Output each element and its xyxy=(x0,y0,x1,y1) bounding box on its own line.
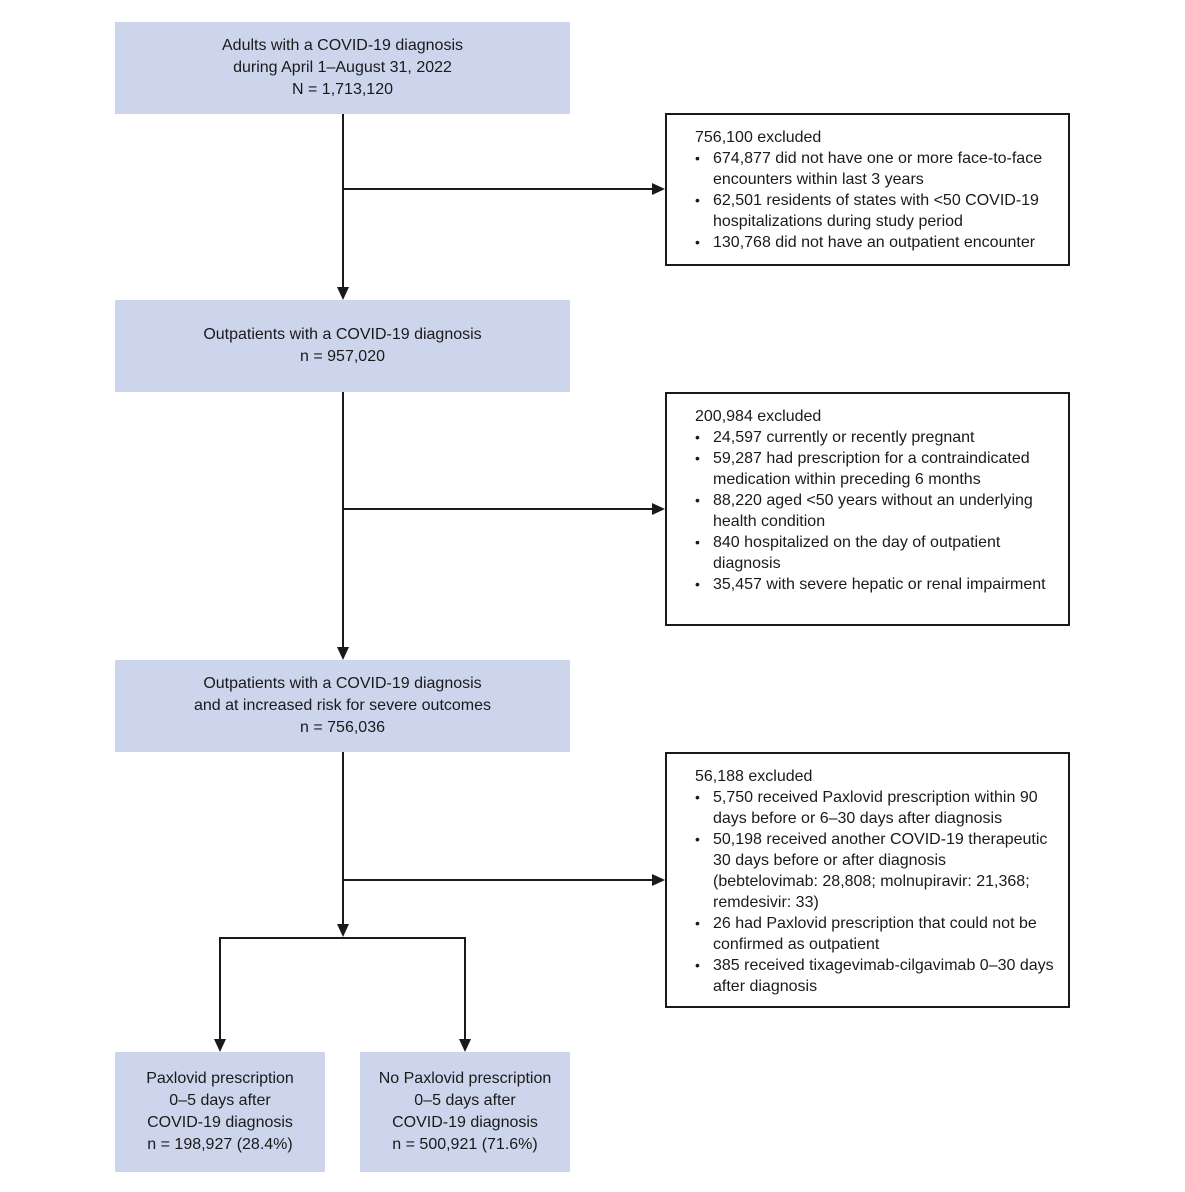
box-text-line: N = 1,713,120 xyxy=(292,81,393,98)
arrow-down-icon xyxy=(214,1039,226,1052)
connector-line xyxy=(219,937,221,1040)
exclusion-heading: 200,984 excluded xyxy=(695,408,822,425)
arrow-down-icon xyxy=(337,647,349,660)
box-text-line: 0–5 days after xyxy=(414,1092,516,1109)
exclusion-item: 35,457 with severe hepatic or renal impa… xyxy=(695,574,1054,595)
exclusion-box-1: 756,100 excluded 674,877 did not have on… xyxy=(665,113,1070,266)
exclusion-item: 130,768 did not have an outpatient encou… xyxy=(695,232,1054,253)
connector-line xyxy=(342,114,344,289)
increased-risk-box: Outpatients with a COVID-19 diagnosis an… xyxy=(115,660,570,752)
connector-line xyxy=(342,752,344,925)
box-text-line: Outpatients with a COVID-19 diagnosis xyxy=(203,326,482,343)
exclusion-heading: 756,100 excluded xyxy=(695,129,822,146)
no-paxlovid-box: No Paxlovid prescription 0–5 days after … xyxy=(360,1052,570,1172)
exclusion-item: 674,877 did not have one or more face-to… xyxy=(695,148,1054,190)
arrow-down-icon xyxy=(459,1039,471,1052)
exclusion-list: 674,877 did not have one or more face-to… xyxy=(695,148,1054,253)
exclusion-box-2: 200,984 excluded 24,597 currently or rec… xyxy=(665,392,1070,626)
exclusion-box-3: 56,188 excluded 5,750 received Paxlovid … xyxy=(665,752,1070,1008)
exclusion-item: 50,198 received another COVID-19 therape… xyxy=(695,829,1054,913)
box-text-line: n = 957,020 xyxy=(300,348,385,365)
connector-line xyxy=(464,937,466,1040)
box-text-line: n = 198,927 (28.4%) xyxy=(147,1136,293,1153)
outpatients-box: Outpatients with a COVID-19 diagnosis n … xyxy=(115,300,570,392)
arrow-right-icon xyxy=(652,183,665,195)
connector-line xyxy=(343,508,653,510)
connector-line xyxy=(343,188,653,190)
box-text-line: n = 756,036 xyxy=(300,719,385,736)
exclusion-item: 88,220 aged <50 years without an underly… xyxy=(695,490,1054,532)
exclusion-item: 840 hospitalized on the day of outpatien… xyxy=(695,532,1054,574)
arrow-down-icon xyxy=(337,287,349,300)
paxlovid-box: Paxlovid prescription 0–5 days after COV… xyxy=(115,1052,325,1172)
exclusion-list: 24,597 currently or recently pregnant 59… xyxy=(695,427,1054,595)
box-text-line: n = 500,921 (71.6%) xyxy=(392,1136,538,1153)
exclusion-list: 5,750 received Paxlovid prescription wit… xyxy=(695,787,1054,997)
box-text-line: Adults with a COVID-19 diagnosis xyxy=(222,37,463,54)
connector-line xyxy=(343,879,653,881)
arrow-right-icon xyxy=(652,503,665,515)
box-text-line: 0–5 days after xyxy=(169,1092,271,1109)
box-text-line: COVID-19 diagnosis xyxy=(147,1114,293,1131)
exclusion-heading: 56,188 excluded xyxy=(695,768,813,785)
box-text-line: during April 1–August 31, 2022 xyxy=(233,59,452,76)
split-line xyxy=(219,937,466,939)
exclusion-item: 62,501 residents of states with <50 COVI… xyxy=(695,190,1054,232)
adults-diagnosis-box: Adults with a COVID-19 diagnosis during … xyxy=(115,22,570,114)
connector-line xyxy=(342,392,344,648)
box-text-line: Paxlovid prescription xyxy=(146,1070,294,1087)
arrow-down-icon xyxy=(337,924,349,937)
arrow-right-icon xyxy=(652,874,665,886)
exclusion-item: 385 received tixagevimab-cilgavimab 0–30… xyxy=(695,955,1054,997)
exclusion-item: 59,287 had prescription for a contraindi… xyxy=(695,448,1054,490)
box-text-line: Outpatients with a COVID-19 diagnosis xyxy=(203,675,482,692)
box-text-line: COVID-19 diagnosis xyxy=(392,1114,538,1131)
box-text-line: No Paxlovid prescription xyxy=(378,1070,552,1087)
exclusion-item: 24,597 currently or recently pregnant xyxy=(695,427,1054,448)
box-text-line: and at increased risk for severe outcome… xyxy=(193,697,492,714)
exclusion-item: 26 had Paxlovid prescription that could … xyxy=(695,913,1054,955)
exclusion-item: 5,750 received Paxlovid prescription wit… xyxy=(695,787,1054,829)
